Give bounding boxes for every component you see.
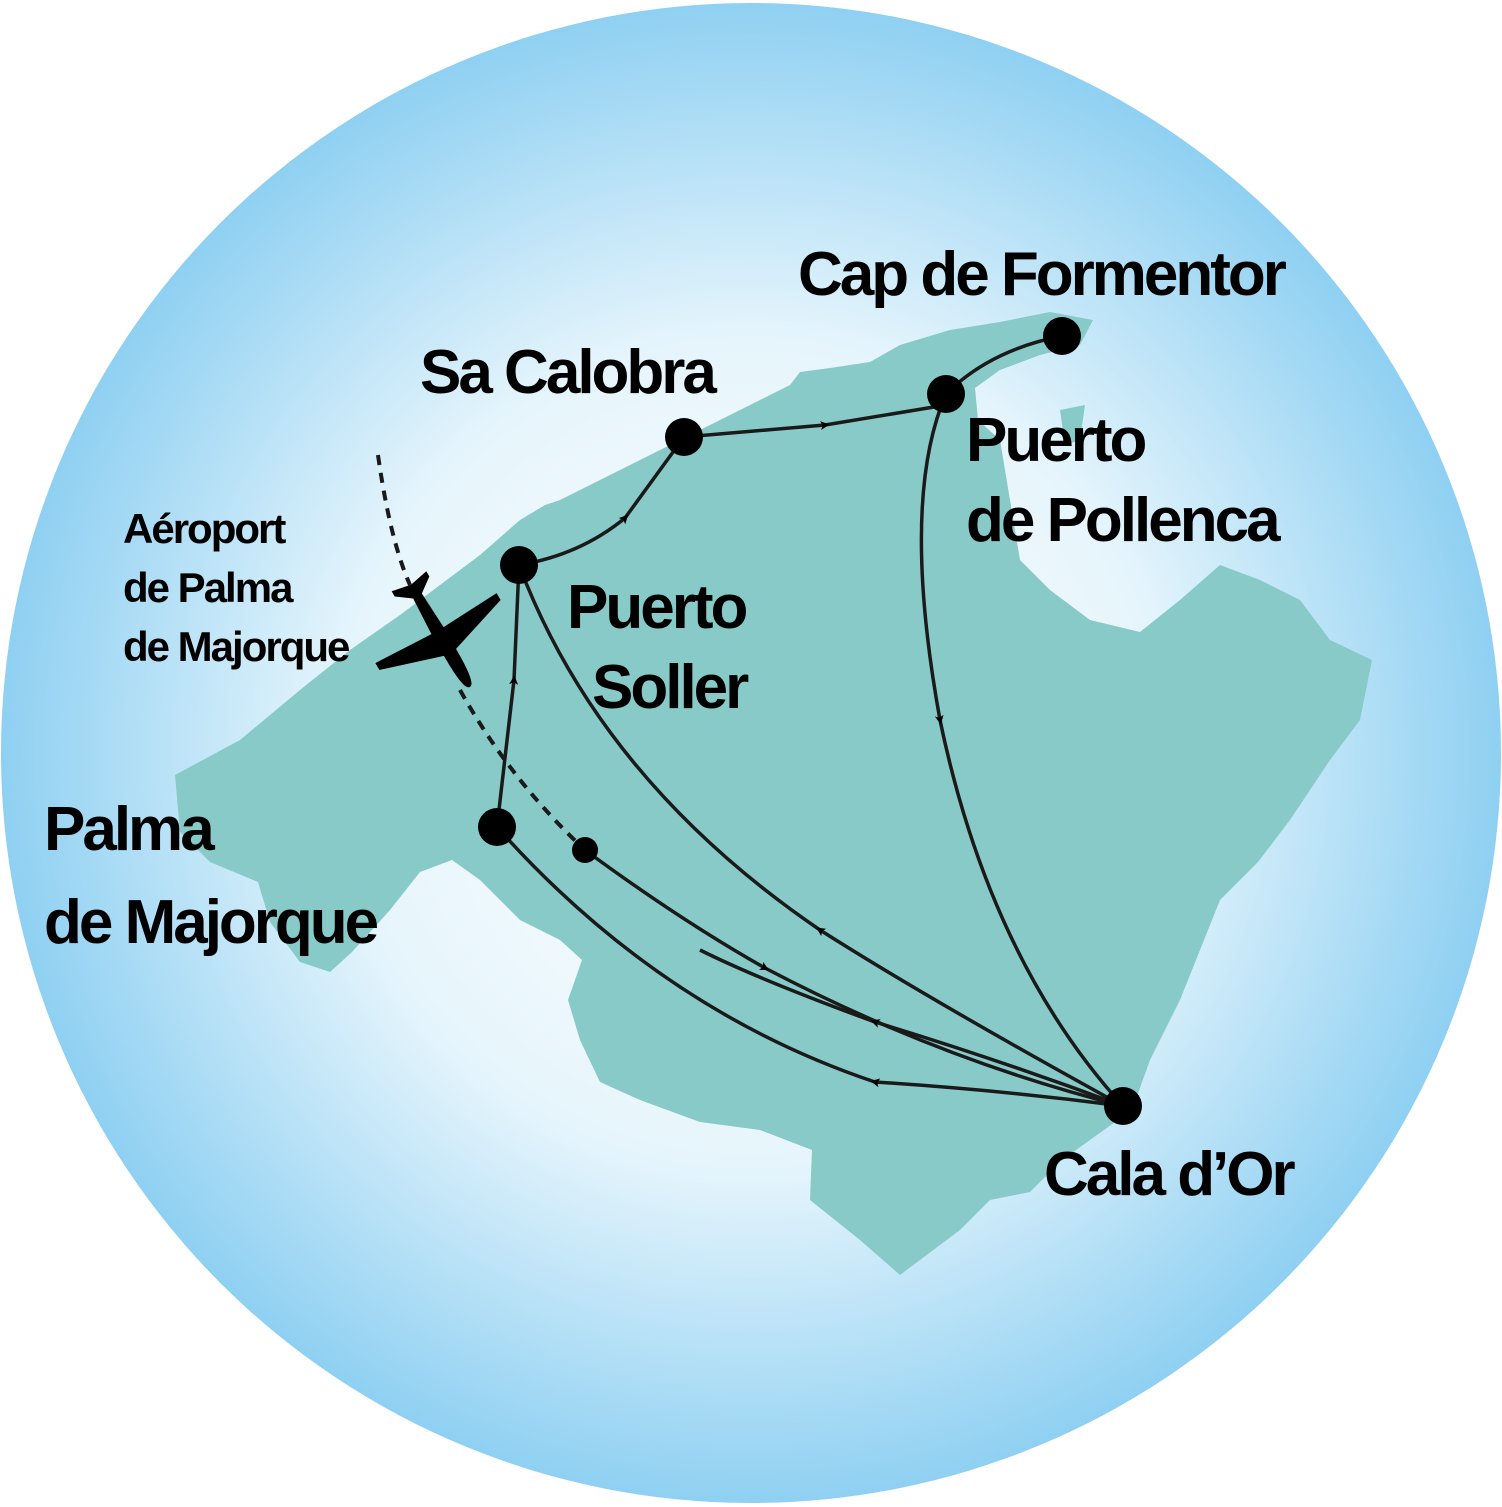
node-puerto-soller[interactable] xyxy=(500,546,538,584)
label-sa-calobra: Sa Calobra xyxy=(420,338,717,407)
label-airport-line2: de Palma xyxy=(123,564,294,611)
route-calobra-pollenca xyxy=(683,403,947,439)
island-mallorca xyxy=(175,312,1372,1275)
label-palma-line2: de Majorque xyxy=(44,888,378,957)
node-palma[interactable] xyxy=(478,808,516,846)
node-cap-de-formentor[interactable] xyxy=(1043,317,1081,355)
islet-pollenca xyxy=(1060,405,1085,445)
route-calador-palma xyxy=(495,825,1124,1108)
node-sa-calobra[interactable] xyxy=(665,418,703,456)
route-airport-calador xyxy=(583,848,1124,1108)
node-airport[interactable] xyxy=(572,837,598,863)
route-calador-soller xyxy=(517,564,1124,1108)
label-pollenca-line2: de Pollenca xyxy=(966,486,1281,555)
label-palma-line1: Palma xyxy=(44,795,215,864)
label-soller-line2: Soller xyxy=(592,653,749,722)
label-cala-dor: Cala d’Or xyxy=(1044,1140,1296,1209)
route-calador-airport-return xyxy=(699,948,1124,1108)
node-puerto-de-pollenca[interactable] xyxy=(927,375,965,413)
label-pollenca-line1: Puerto xyxy=(966,406,1145,475)
route-palma-soller xyxy=(495,564,521,828)
label-airport-line1: Aéroport xyxy=(123,505,286,552)
label-cap-de-formentor: Cap de Formentor xyxy=(798,240,1287,309)
flight-path xyxy=(376,454,587,852)
label-soller-line1: Puerto xyxy=(567,573,746,642)
route-pollenca-calador xyxy=(919,393,1125,1108)
node-cala-dor[interactable] xyxy=(1104,1087,1142,1125)
label-airport-line3: de Majorque xyxy=(123,623,349,670)
airplane-icon xyxy=(375,571,501,688)
